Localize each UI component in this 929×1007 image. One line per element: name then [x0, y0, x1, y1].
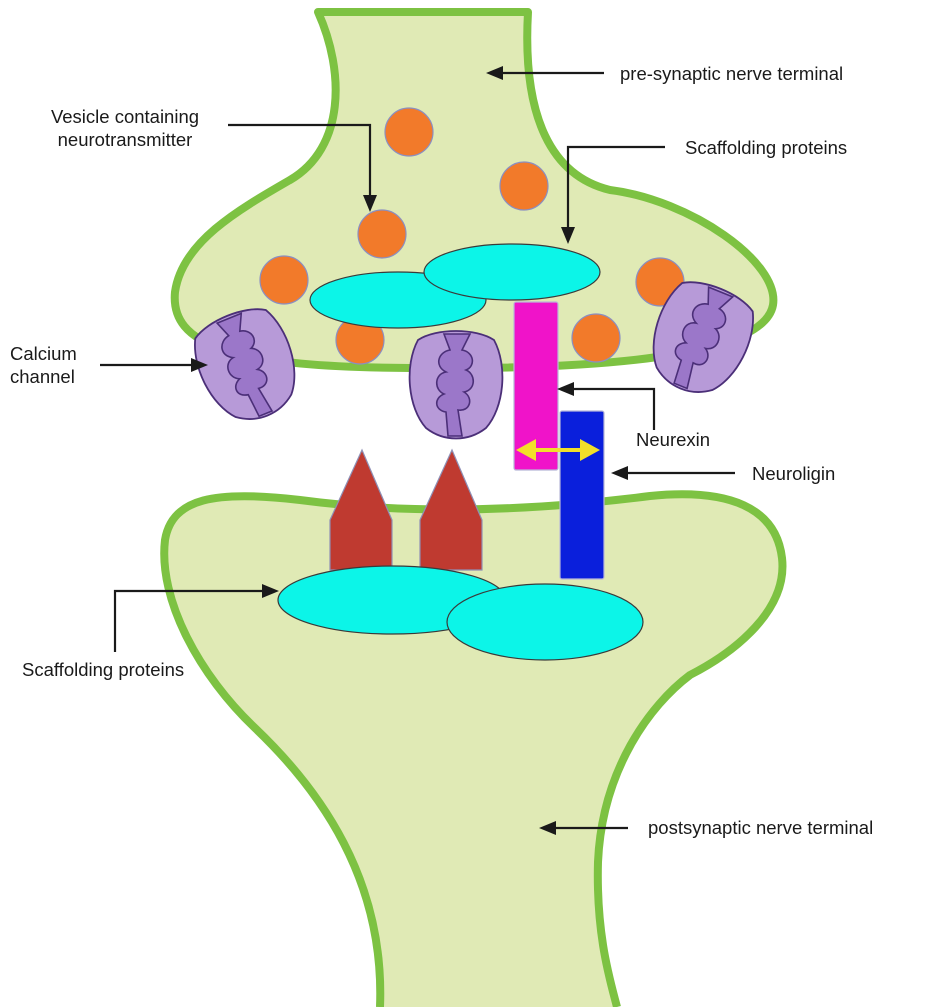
vesicle [385, 108, 433, 156]
scaffolding-protein [447, 584, 643, 660]
postsynaptic-terminal [164, 494, 782, 1007]
calcium-label-line2: channel [10, 366, 75, 387]
scaffolding-protein [424, 244, 600, 300]
vesicle [358, 210, 406, 258]
vesicle [500, 162, 548, 210]
vesicle [260, 256, 308, 304]
scaffolding-top-label: Scaffolding proteins [685, 137, 847, 158]
scaffolding-bottom-label: Scaffolding proteins [22, 659, 184, 680]
calcium-label-line1: Calcium [10, 343, 77, 364]
neuroligin-label: Neuroligin [752, 463, 835, 484]
receptor [330, 450, 392, 570]
calcium-channel [410, 331, 503, 439]
neuroligin-arrow [611, 466, 735, 480]
neuroligin-protein [560, 411, 604, 579]
neurexin-label: Neurexin [636, 429, 710, 450]
vesicle-label-line1: Vesicle containing [51, 106, 199, 127]
vesicle [572, 314, 620, 362]
receptor [420, 450, 482, 570]
vesicle-label-line2: neurotransmitter [58, 129, 193, 150]
presynaptic-label: pre-synaptic nerve terminal [620, 63, 843, 84]
calcium-arrow [100, 358, 208, 372]
postsynaptic-label: postsynaptic nerve terminal [648, 817, 873, 838]
